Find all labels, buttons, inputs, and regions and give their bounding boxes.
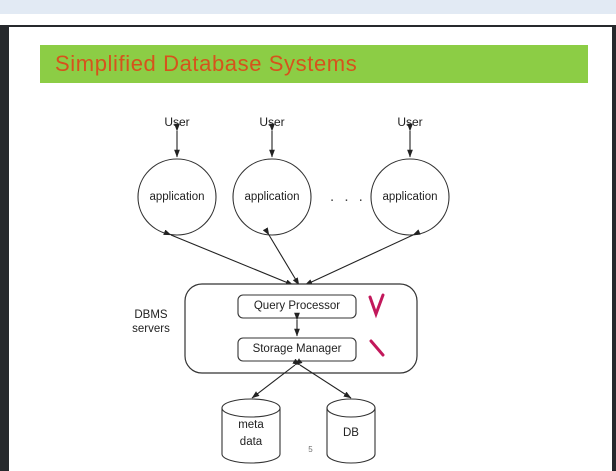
application-label-1: application xyxy=(149,191,205,203)
application-label-3: application xyxy=(382,191,438,203)
store-label-metadata-line1: meta xyxy=(238,419,264,431)
slide-page-number: 5 xyxy=(308,445,313,454)
storage-manager-label: Storage Manager xyxy=(252,343,342,355)
title-band xyxy=(40,45,588,83)
store-cylinder-db xyxy=(326,398,376,464)
red-v-mark xyxy=(368,293,385,319)
application-circles xyxy=(137,158,450,236)
storage-to-stores-arrows xyxy=(251,358,352,399)
window-top-gap xyxy=(0,14,616,25)
applications-ellipsis: . . . xyxy=(330,188,366,205)
dbms-side-label-line2: servers xyxy=(132,323,170,335)
user-to-application-arrows xyxy=(174,123,413,158)
user-label-2: User xyxy=(259,115,285,129)
window-top-rule xyxy=(0,25,616,27)
window-top-strip xyxy=(0,0,616,14)
database-system-diagram xyxy=(137,123,450,464)
slide-canvas: Simplified Database Systems xyxy=(9,27,612,471)
application-label-2: application xyxy=(244,191,300,203)
user-label-1: User xyxy=(164,115,190,129)
query-processor-label: Query Processor xyxy=(253,300,341,312)
left-frame-rail xyxy=(0,25,9,471)
store-label-metadata-line2: data xyxy=(239,436,263,448)
right-frame-rail xyxy=(612,25,616,471)
store-label-db: DB xyxy=(343,427,359,439)
application-to-dbms-arrows xyxy=(163,227,421,286)
red-slash-mark xyxy=(369,339,385,357)
dbms-side-label-line1: DBMS xyxy=(134,309,168,321)
red-annotations xyxy=(368,293,385,357)
user-label-3: User xyxy=(397,115,423,129)
page-title: Simplified Database Systems xyxy=(55,51,358,76)
store-cylinder-metadata xyxy=(221,398,281,464)
